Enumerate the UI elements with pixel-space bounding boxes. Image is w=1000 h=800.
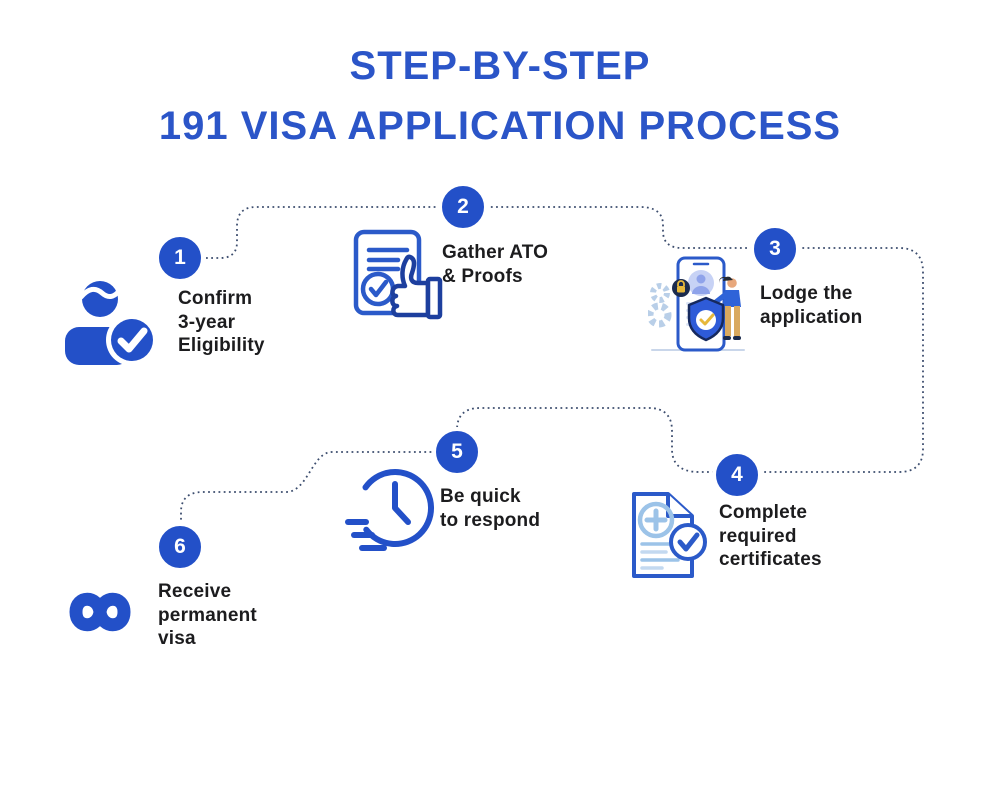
step-5-number-badge: 5 — [432, 427, 482, 477]
document-thumbs-up-icon — [353, 229, 443, 320]
step-6-label: Receive permanent visa — [158, 581, 257, 649]
step-3-number-badge: 3 — [750, 224, 800, 274]
person-check-icon — [65, 281, 158, 366]
step-2-number: 2 — [457, 195, 469, 218]
title-line-2: 191 VISA APPLICATION PROCESS — [158, 104, 842, 148]
step-5-number: 5 — [451, 440, 463, 463]
page-title: STEP-BY-STEP 191 VISA APPLICATION PROCES… — [0, 36, 1000, 156]
step-4-number-badge: 4 — [712, 450, 762, 500]
step-1-number-badge: 1 — [155, 233, 205, 283]
clock-icon — [345, 469, 434, 551]
step-3-number: 3 — [769, 237, 781, 260]
step-2-number-badge: 2 — [438, 182, 488, 232]
step-1-number: 1 — [174, 246, 186, 269]
step-4-label: Complete required certificates — [719, 502, 822, 570]
infinity-icon — [69, 592, 131, 632]
step-2-label: Gather ATO & Proofs — [442, 242, 549, 287]
step-4-number: 4 — [731, 463, 743, 486]
lodge-application-illustration — [648, 256, 745, 352]
step-5-label: Be quick to respond — [440, 486, 541, 531]
step-3-label: Lodge the application — [760, 283, 863, 328]
step-1-label: Confirm 3-year Eligibility — [178, 288, 265, 356]
step-6-number: 6 — [174, 535, 186, 558]
step-6-number-badge: 6 — [155, 522, 205, 572]
title-line-1: STEP-BY-STEP — [349, 44, 651, 88]
medical-certificate-icon — [632, 492, 707, 578]
